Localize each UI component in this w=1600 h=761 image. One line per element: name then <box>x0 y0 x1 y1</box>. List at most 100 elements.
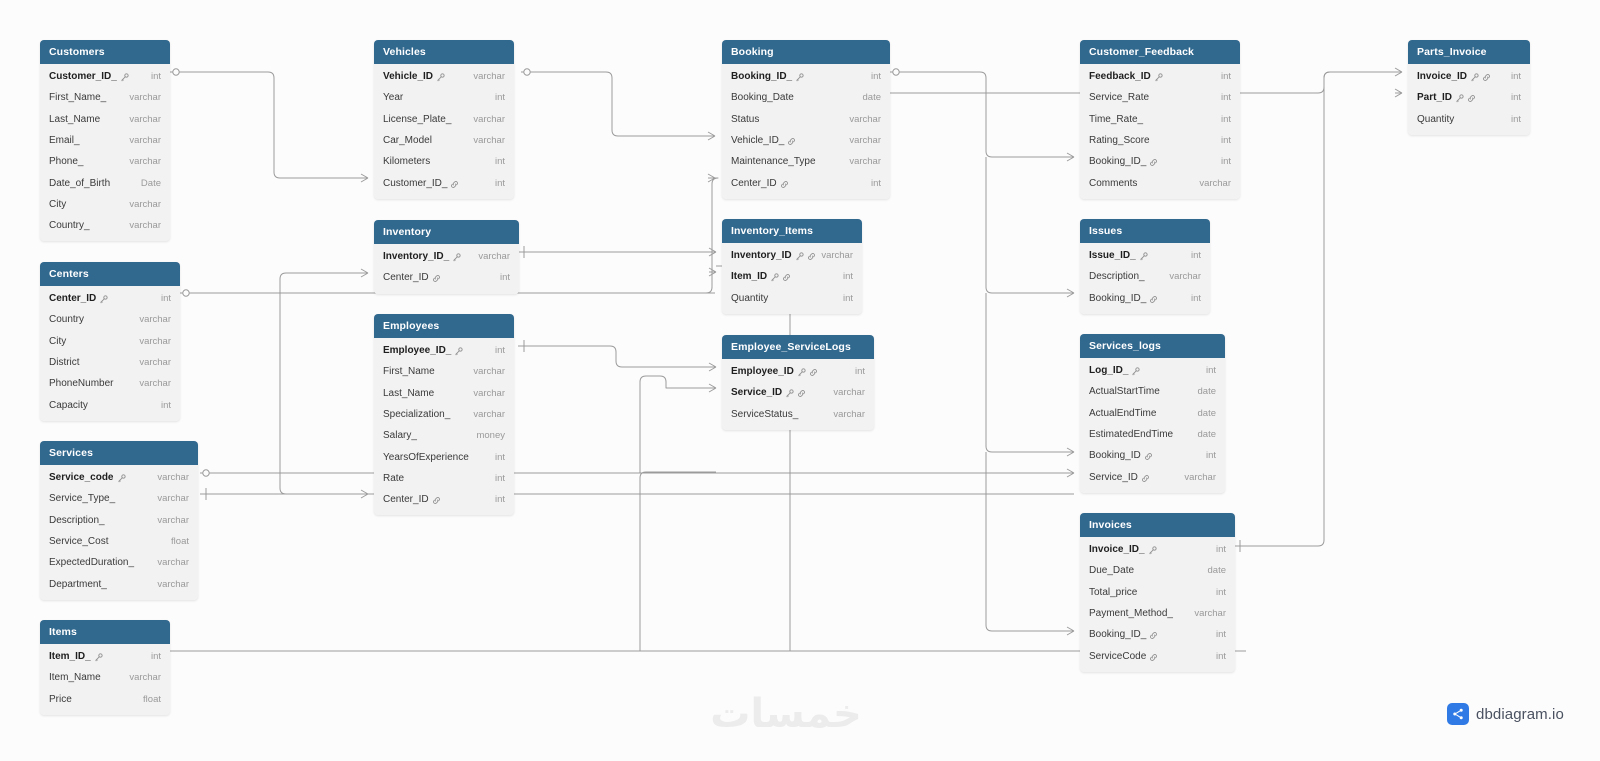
table-issues[interactable]: Issues Issue_ID_int Description_varchar … <box>1080 219 1210 314</box>
dbdiagram-logo[interactable]: dbdiagram.io <box>1447 703 1564 725</box>
link-icon <box>780 180 789 189</box>
field-row[interactable]: Email_varchar <box>49 135 161 147</box>
field-row[interactable]: Invoice_ID_int <box>1089 544 1226 556</box>
field-row[interactable]: Employee_ID_int <box>383 345 505 357</box>
field-row[interactable]: Service_Type_varchar <box>49 493 189 505</box>
key-icon <box>797 368 806 377</box>
field-row[interactable]: Customer_ID_int <box>49 71 161 83</box>
key-icon <box>770 273 779 282</box>
field-row[interactable]: Description_varchar <box>1089 271 1201 283</box>
field-row[interactable]: Booking_ID_int <box>731 71 881 83</box>
table-title: Inventory_Items <box>722 219 862 243</box>
field-row[interactable]: ExpectedDuration_varchar <box>49 557 189 569</box>
field-row[interactable]: License_Plate_varchar <box>383 113 505 125</box>
field-row[interactable]: Log_ID_int <box>1089 365 1216 377</box>
field-row[interactable]: Phone_varchar <box>49 156 161 168</box>
field-row[interactable]: Inventory_ID_varchar <box>383 251 510 263</box>
field-row[interactable]: Customer_ID_int <box>383 177 505 189</box>
field-row[interactable]: Country_varchar <box>49 220 161 232</box>
field-row[interactable]: Department_varchar <box>49 578 189 590</box>
field-row[interactable]: Description_varchar <box>49 514 189 526</box>
field-row[interactable]: Booking_ID_int <box>1089 292 1201 304</box>
table-services-logs[interactable]: Services_logs Log_ID_int ActualStartTime… <box>1080 334 1225 493</box>
field-row[interactable]: ServiceStatus_varchar <box>731 408 865 420</box>
field-row[interactable]: Issue_ID_int <box>1089 250 1201 262</box>
link-icon <box>809 368 818 377</box>
field-row[interactable]: Salary_money <box>383 430 505 442</box>
field-row[interactable]: Booking_ID_int <box>1089 629 1226 641</box>
field-row[interactable]: Time_Rate_int <box>1089 113 1231 125</box>
field-row[interactable]: Booking_ID_int <box>1089 156 1231 168</box>
field-row[interactable]: Item_ID_int <box>49 651 161 663</box>
field-row[interactable]: First_Name_varchar <box>49 92 161 104</box>
field-row[interactable]: Vehicle_ID_varchar <box>731 135 881 147</box>
field-row[interactable]: Specialization_varchar <box>383 409 505 421</box>
field-row[interactable]: Payment_Method_varchar <box>1089 608 1226 620</box>
table-customers[interactable]: Customers Customer_ID_int First_Name_var… <box>40 40 170 242</box>
table-title: Vehicles <box>374 40 514 64</box>
brand-name: dbdiagram.io <box>1476 705 1564 723</box>
table-inventory[interactable]: Inventory Inventory_ID_varchar Center_ID… <box>374 220 519 294</box>
